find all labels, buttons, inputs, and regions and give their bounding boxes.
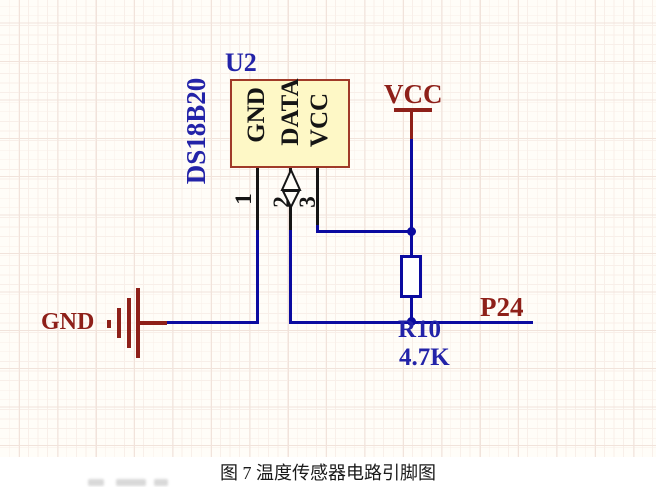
gnd-stub [139,321,167,325]
resistor-designator-label: R10 [398,316,442,343]
pin-label-vcc: VCC [306,92,333,148]
resistor-r10-body [400,255,422,298]
pin-label-gnd: GND [243,87,270,143]
wire-resistor-bottom [410,296,413,324]
gnd-bar-2 [117,308,121,338]
figure-caption: 图 7 温度传感器电路引脚图 [220,463,436,483]
wire-vcc-vertical [410,138,413,257]
part-number-label: DS18B20 [181,77,211,185]
gnd-bar-3 [127,298,131,348]
pin-3-stub [316,168,319,226]
ic-body [230,79,350,168]
gnd-bar-4 [136,288,140,358]
wire-pin3-horizontal [316,230,414,233]
clipped-text-fragment [82,476,177,487]
wire-gnd-horizontal [165,321,259,324]
schematic-canvas: DS18B20 U2 GND DATA VCC 1 2 3 VCC GND [0,0,656,457]
vcc-power-bar [394,108,432,112]
wire-pin2-vertical [289,230,292,324]
pin-1-number: 1 [231,193,256,205]
wire-pin3-elbow [316,225,319,233]
caption-strip: 图 7 温度传感器电路引脚图 [0,457,656,487]
net-label-p24: P24 [480,292,524,322]
pin-label-data: DATA [277,78,304,146]
resistor-value-label: 4.7K [399,344,450,371]
vcc-power-stub [410,111,413,139]
ic-designator-label: U2 [225,48,257,77]
pin-1-stub [256,168,259,230]
wire-pin1-vertical [256,230,259,324]
gnd-bar-1 [107,320,111,328]
bidirectional-arrow-icon [280,169,302,209]
vcc-power-label: VCC [384,79,443,109]
junction-dot [407,227,416,236]
gnd-power-label: GND [41,309,95,335]
junction-dot [407,317,416,326]
